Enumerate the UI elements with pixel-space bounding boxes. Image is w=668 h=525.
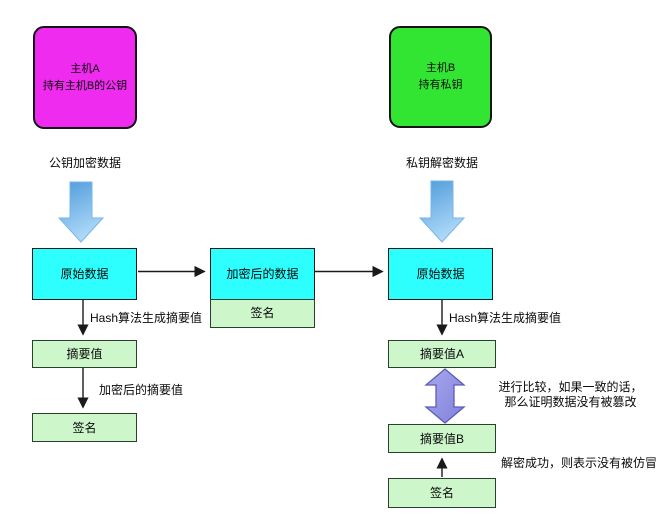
node-host-a: 主机A 持有主机B的公钥: [33, 26, 137, 129]
label-compare-line2: 那么证明数据没有被篡改: [504, 395, 637, 409]
host-a-title: 主机A: [70, 62, 100, 75]
node-signature-right: 签名: [388, 478, 496, 508]
node-label: 签名: [250, 306, 275, 320]
label-compare: 进行比较，如果一致的话， 那么证明数据没有被篡改: [483, 380, 658, 410]
node-label: 签名: [72, 420, 97, 435]
node-signature-left: 签名: [32, 413, 137, 442]
node-label: 原始数据: [60, 267, 109, 281]
label-hash-right: Hash算法生成摘要值: [449, 311, 562, 325]
compare-double-arrow-icon: [424, 368, 466, 424]
node-label: 摘要值: [66, 347, 103, 361]
node-encrypted-signature: 签名: [210, 298, 315, 328]
node-encrypted-data: 加密后的数据: [210, 248, 315, 300]
pubkey-encrypt-arrow-icon: [57, 181, 105, 243]
label-encrypted-digest: 加密后的摘要值: [99, 383, 184, 397]
privkey-decrypt-arrow-icon: [418, 180, 466, 243]
node-original-data-left: 原始数据: [32, 248, 137, 300]
node-digest-b: 摘要值B: [388, 424, 496, 453]
node-label: 加密后的数据: [226, 267, 299, 281]
node-label: 摘要值A: [419, 347, 464, 361]
label-compare-line1: 进行比较，如果一致的话，: [498, 380, 643, 394]
node-label: 摘要值B: [419, 431, 464, 446]
node-digest-left: 摘要值: [32, 340, 137, 368]
host-a-subtitle: 持有主机B的公钥: [42, 79, 128, 92]
node-label: 签名: [429, 486, 454, 500]
label-privkey-decrypt: 私钥解密数据: [405, 156, 478, 170]
label-hash-left: Hash算法生成摘要值: [90, 311, 203, 325]
label-pubkey-encrypt: 公钥加密数据: [48, 156, 121, 170]
node-digest-a: 摘要值A: [388, 340, 496, 368]
host-b-title: 主机B: [425, 62, 456, 74]
host-b-subtitle: 持有私钥: [418, 79, 463, 91]
node-original-data-right: 原始数据: [388, 248, 493, 300]
node-label: 原始数据: [416, 267, 465, 281]
node-host-b: 主机B 持有私钥: [389, 26, 492, 128]
label-decrypt-success: 解密成功，则表示没有被仿冒: [501, 456, 658, 470]
